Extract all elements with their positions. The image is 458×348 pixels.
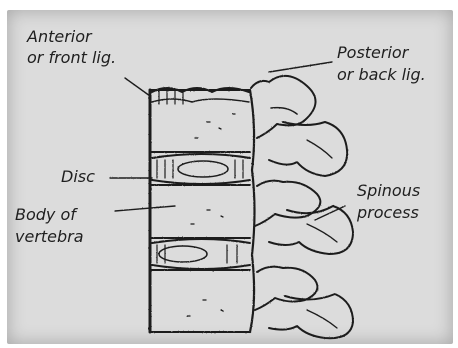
spinous-process-bottom (255, 267, 317, 310)
leader-anterior (125, 78, 150, 96)
label-anterior-line2: or front lig. (27, 49, 116, 67)
label-body-line2: vertebra (15, 228, 84, 246)
diagram-paper: Anterior or front lig. Posterior or back… (7, 10, 453, 344)
disc-1 (152, 154, 250, 184)
label-disc: Disc (61, 168, 95, 186)
posterior-ligament (250, 90, 255, 332)
label-anterior-line1: Anterior (27, 28, 92, 46)
disc-2 (152, 239, 250, 269)
label-posterior-line1: Posterior (337, 44, 408, 62)
spinous-process-middle (255, 181, 320, 226)
vertebra-body-bottom (150, 270, 250, 332)
label-spinous-line1: Spinous (357, 182, 420, 200)
label-posterior-line2: or back lig. (337, 66, 426, 84)
leader-posterior (269, 62, 332, 72)
label-body-line1: Body of (15, 206, 76, 224)
vertebra-body-middle (150, 185, 250, 238)
spinous-process-top (251, 76, 316, 138)
leader-body (115, 206, 175, 211)
label-spinous-line2: process (357, 204, 419, 222)
